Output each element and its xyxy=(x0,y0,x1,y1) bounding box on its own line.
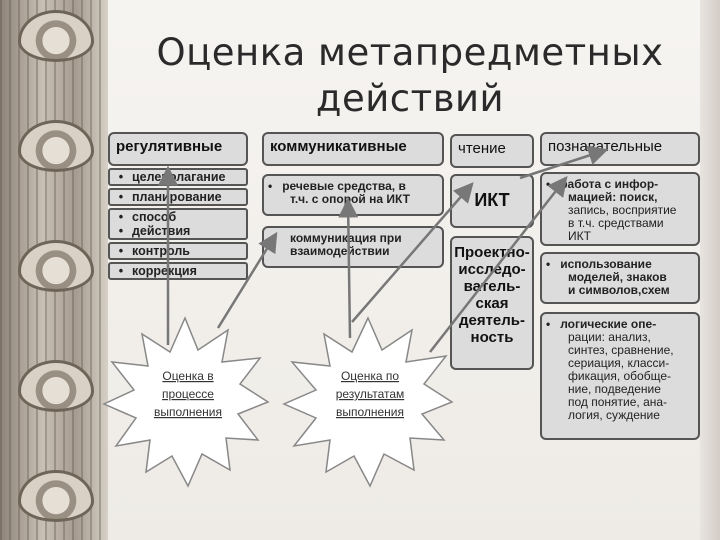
ornamental-border xyxy=(0,0,108,540)
title-line-1: Оценка метапредметных xyxy=(156,31,664,74)
communicative-item-interaction: коммуникация при взаимодействии xyxy=(262,226,444,268)
ict-box: ИКТ xyxy=(450,174,534,228)
regulative-item: •способ•действия xyxy=(108,208,248,240)
communicative-item-speech: • речевые средства, в т.ч. с опорой на И… xyxy=(262,174,444,216)
scroll-ornament xyxy=(18,360,94,412)
regulative-item: •коррекция xyxy=(108,262,248,280)
cognitive-logic-box: • логические опе- рации: анализ, синтез,… xyxy=(540,312,700,440)
slide-title: Оценка метапредметных действий xyxy=(120,30,700,122)
communicative-header: коммуникативные xyxy=(262,132,444,166)
regulative-item: •целеполагание xyxy=(108,168,248,186)
regulative-item: •контроль xyxy=(108,242,248,260)
reading-header: чтение xyxy=(450,134,534,168)
scroll-ornament xyxy=(18,10,94,62)
cognitive-info-box: • работа с инфор- мацией: поиск, запись,… xyxy=(540,172,700,246)
title-line-2: действий xyxy=(315,77,505,120)
cognitive-header: познавательные xyxy=(540,132,700,166)
regulative-header: регулятивные xyxy=(108,132,248,166)
scroll-ornament xyxy=(18,240,94,292)
slide-edge xyxy=(700,0,720,540)
cognitive-models-box: • использование моделей, знаков и символ… xyxy=(540,252,700,304)
regulative-item: •планирование xyxy=(108,188,248,206)
scroll-ornament xyxy=(18,120,94,172)
scroll-ornament xyxy=(18,470,94,522)
